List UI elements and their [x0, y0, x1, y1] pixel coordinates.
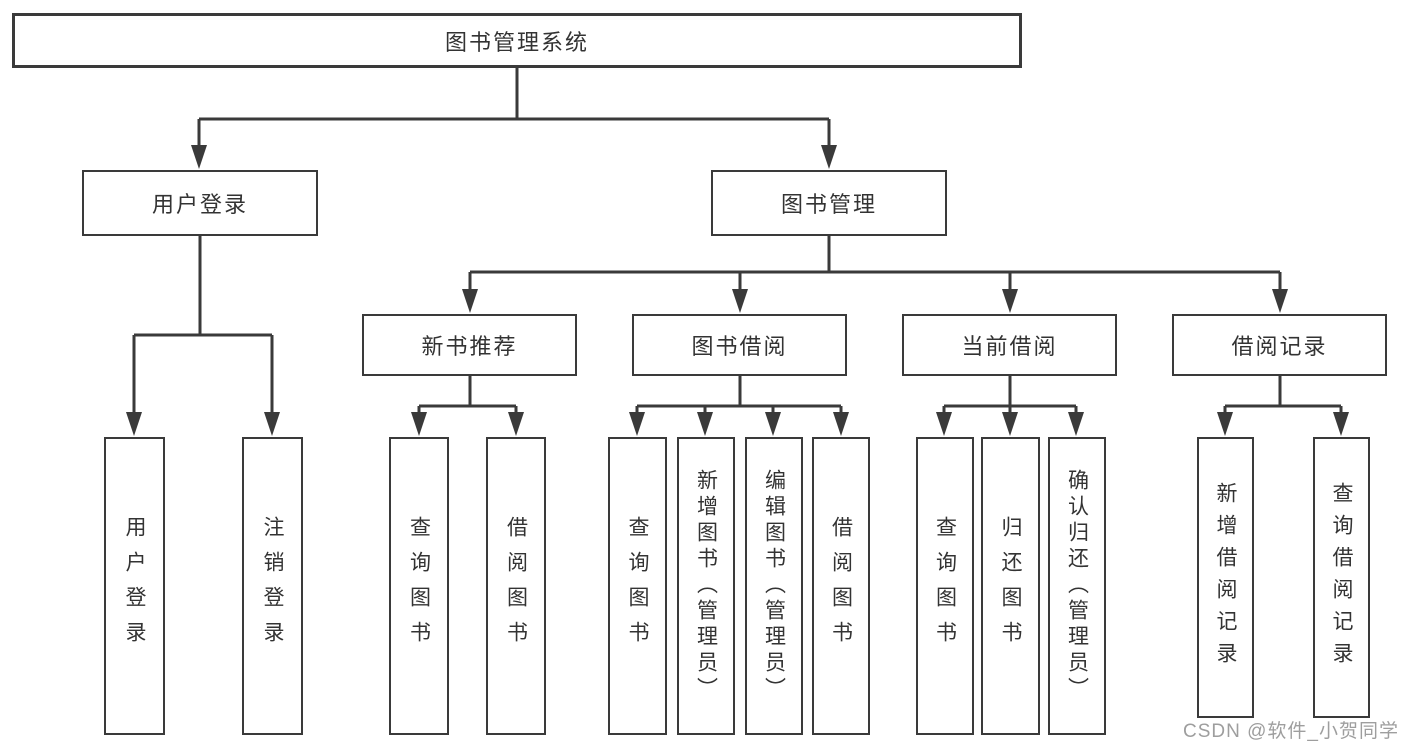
- connector-arrowheads: [126, 145, 1349, 436]
- node-leaf-borrow-books-recommend: 借阅图书: [486, 437, 546, 735]
- node-new-book-recommendation: 新书推荐: [362, 314, 577, 376]
- node-leaf-borrow-books: 借阅图书: [812, 437, 870, 735]
- node-current-borrowing: 当前借阅: [902, 314, 1117, 376]
- node-leaf-query-books-borrowing: 查询图书: [608, 437, 667, 735]
- node-leaf-query-books-recommend: 查询图书: [389, 437, 449, 735]
- csdn-watermark: CSDN @软件_小贺同学: [1183, 721, 1399, 742]
- node-user-login-branch: 用户登录: [82, 170, 318, 236]
- node-leaf-return-books: 归还图书: [981, 437, 1040, 735]
- node-leaf-edit-books-admin: 编辑图书（管理员）: [745, 437, 803, 735]
- node-borrowing-records: 借阅记录: [1172, 314, 1387, 376]
- node-leaf-query-books-current: 查询图书: [916, 437, 974, 735]
- node-leaf-confirm-return-admin: 确认归还（管理员）: [1048, 437, 1106, 735]
- node-leaf-add-books-admin: 新增图书（管理员）: [677, 437, 735, 735]
- node-leaf-add-borrow-record: 新增借阅记录: [1197, 437, 1254, 718]
- node-leaf-user-login: 用户登录: [104, 437, 165, 735]
- node-library-management-system: 图书管理系统: [12, 13, 1022, 68]
- node-book-borrowing: 图书借阅: [632, 314, 847, 376]
- node-leaf-logout: 注销登录: [242, 437, 303, 735]
- node-leaf-query-borrow-record: 查询借阅记录: [1313, 437, 1370, 718]
- node-book-management-branch: 图书管理: [711, 170, 947, 236]
